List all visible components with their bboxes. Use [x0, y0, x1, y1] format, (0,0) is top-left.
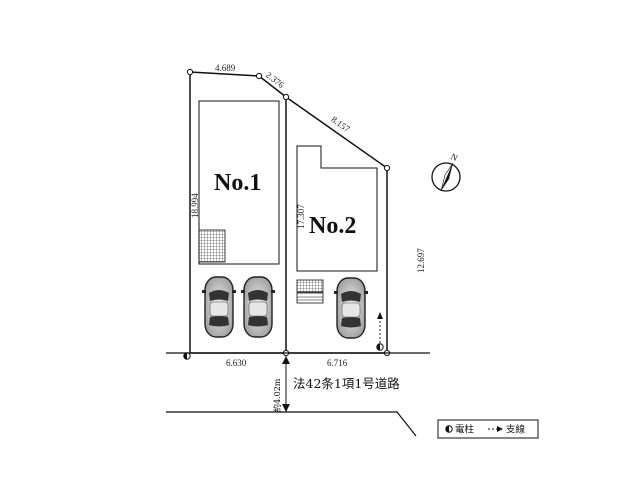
dim-middle: 17.307	[296, 204, 306, 229]
road	[166, 352, 430, 437]
entrance-stairs-lot1	[198, 229, 226, 263]
dim-front-lot2: 6.716	[327, 358, 348, 368]
dim-top-left: 4.689	[215, 63, 236, 73]
road-width: 約4.02m	[272, 378, 282, 412]
parking-car	[333, 277, 369, 339]
building-lot2	[296, 145, 378, 272]
utility-pole-icon	[376, 343, 384, 351]
guy-wire-arrow	[377, 312, 383, 343]
building-lot1	[198, 100, 280, 265]
north-arrow-icon: N	[431, 151, 461, 192]
entrance-stairs-lot2	[296, 279, 324, 304]
dim-diagonal: 8.157	[329, 114, 352, 134]
lot1-label: No.1	[214, 170, 261, 196]
parking-car	[240, 276, 276, 338]
utility-pole-icon	[183, 352, 191, 360]
dim-front-lot1: 6.630	[226, 358, 247, 368]
dim-top-mid: 2.376	[264, 70, 287, 91]
branch-legend-icon	[488, 426, 503, 432]
dim-right: 12.697	[416, 248, 426, 273]
lot2-label: No.2	[309, 213, 356, 239]
north-label: N	[449, 151, 460, 163]
legend: 電柱 支線	[437, 419, 539, 439]
road-classification: 法42条1項1号道路	[293, 376, 400, 391]
parking-car	[201, 276, 237, 338]
dim-left: 18.994	[190, 193, 200, 218]
legend-branch: 支線	[506, 424, 526, 436]
pole-legend-icon	[445, 425, 453, 433]
legend-pole: 電柱	[455, 424, 475, 436]
